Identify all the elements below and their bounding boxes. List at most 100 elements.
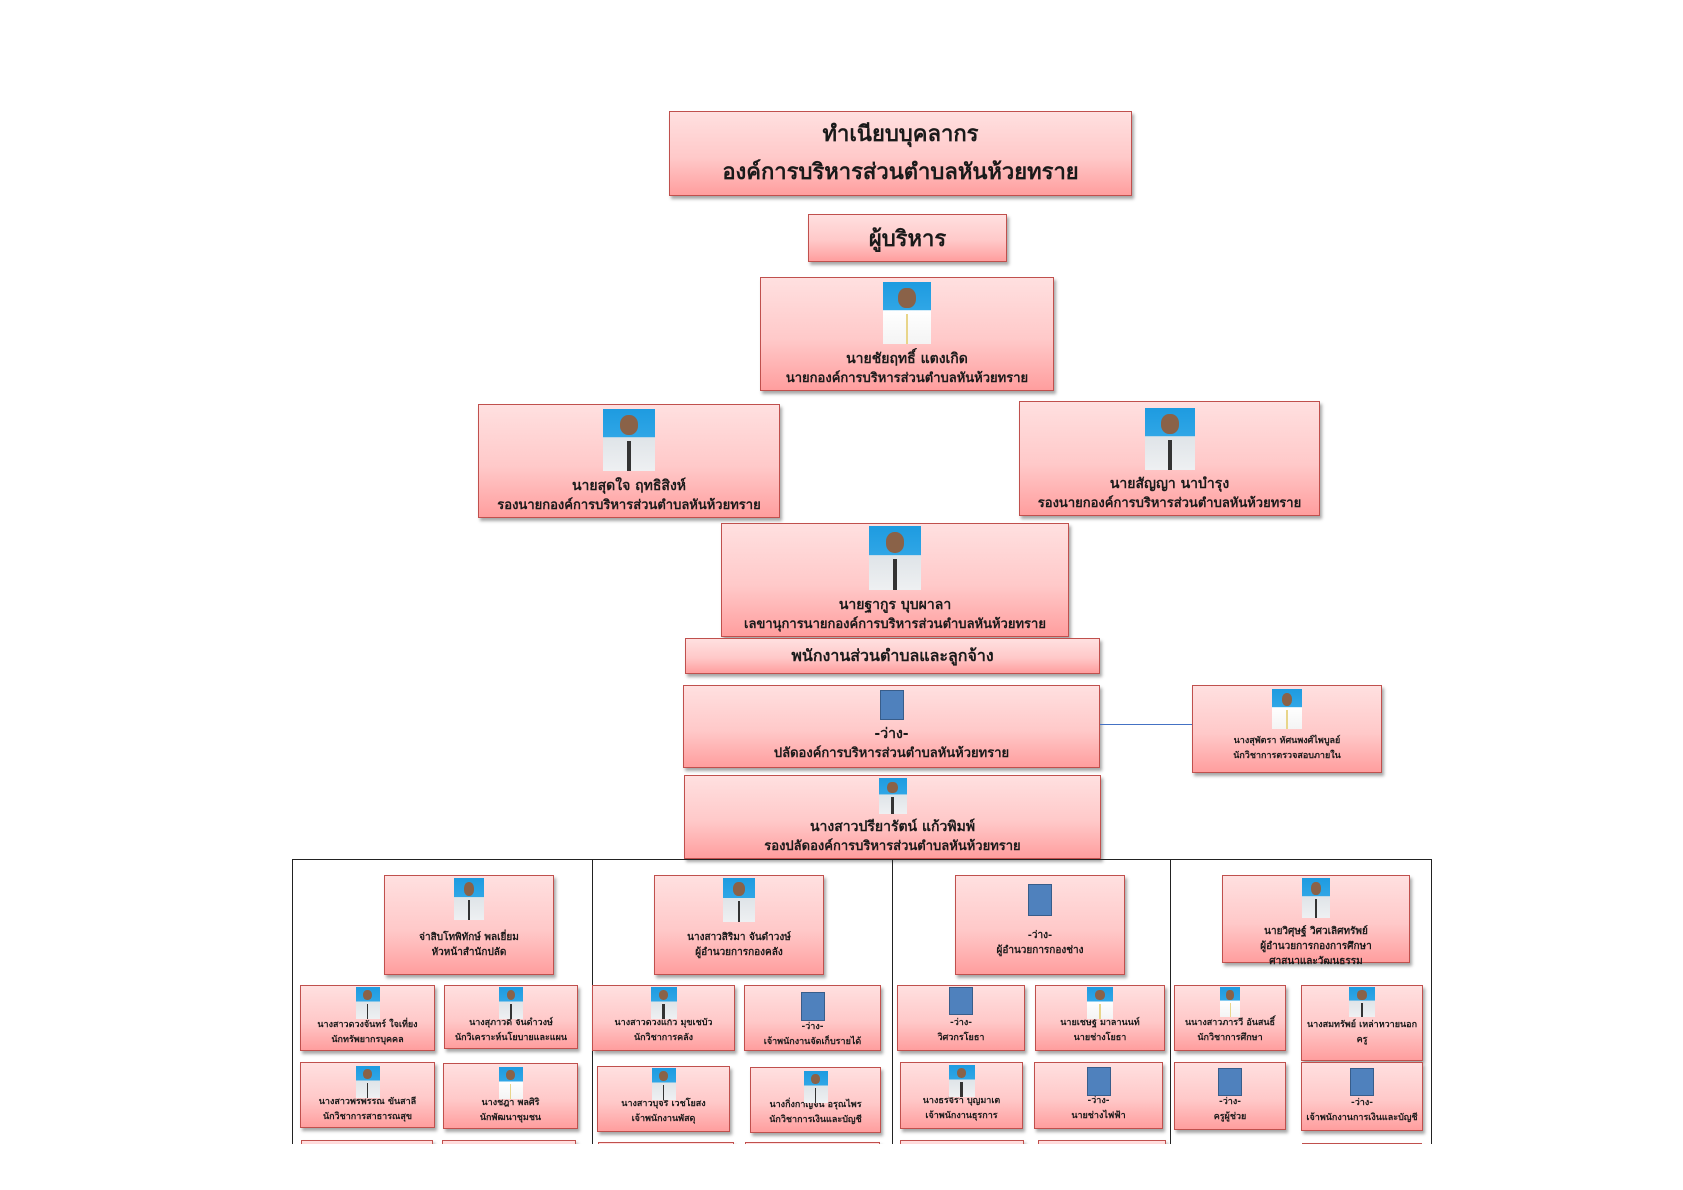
staff-photo bbox=[651, 1068, 676, 1100]
deputy-mayor-right-name: นายสัญญา นาบำรุง bbox=[1109, 476, 1230, 492]
deputy-palat-photo bbox=[878, 778, 907, 814]
executives-header: ผู้บริหาร bbox=[808, 214, 1007, 262]
staff-position: นักวิชาการศึกษา bbox=[1197, 1033, 1263, 1043]
staff-name: นางชฎา พลศิริ bbox=[481, 1098, 540, 1108]
staff-position: นักทรัพยากรบุคคล bbox=[331, 1035, 404, 1045]
palat-name: -ว่าง- bbox=[874, 726, 909, 742]
staff-photo bbox=[650, 987, 677, 1019]
department-divider bbox=[892, 859, 893, 1144]
auditor-position: นักวิชาการตรวจสอบภายใน bbox=[1233, 751, 1341, 761]
department-head-card[interactable]: นางสาวสิริมา จันดำวงษ์ ผู้อำนวยการกองคลั… bbox=[654, 875, 824, 975]
staff-position: นักวิชาการสาธารณสุข bbox=[322, 1112, 413, 1122]
staff-name: -ว่าง- bbox=[950, 1018, 972, 1028]
vacant-placeholder-icon bbox=[879, 690, 904, 720]
org-title-box: ทำเนียบบุคลากร องค์การบริหารส่วนตำบลหันห… bbox=[669, 111, 1132, 196]
department-frame-top bbox=[292, 859, 1432, 860]
staff-card[interactable]: -ว่าง- ครูผู้ช่วย bbox=[1174, 1062, 1286, 1130]
staff-position: เจ้าพนักงานจัดเก็บรายได้ bbox=[763, 1037, 862, 1047]
staff-name: นางสมทรัพย์ เหล่าหวายนอก bbox=[1306, 1020, 1418, 1030]
bottom-mask bbox=[0, 1144, 1683, 1190]
secretary-photo bbox=[869, 526, 921, 590]
department-head-card[interactable]: นายวิศุษฐ์ วิศวเลิศทรัพย์ ผู้อำนวยการกอง… bbox=[1222, 875, 1410, 967]
staff-card[interactable]: นางสุภาวดี จันดำวงษ์ นักวิเคราะห์นโยบายแ… bbox=[444, 985, 578, 1049]
deputy-palat-position: รองปลัดองค์การบริหารส่วนตำบลหันห้วยทราย bbox=[764, 839, 1021, 854]
deputy-mayor-left-photo bbox=[603, 409, 655, 471]
staff-card[interactable]: นางสมทรัพย์ เหล่าหวายนอก ครู bbox=[1301, 985, 1423, 1061]
staff-card[interactable]: นางสาวดวงแก้ว มุขเชบัว นักวิชาการคลัง bbox=[592, 985, 735, 1051]
staff-photo bbox=[498, 1067, 523, 1099]
vacant-placeholder-icon bbox=[949, 987, 973, 1015]
staff-position: นักวิเคราะห์นโยบายและแผน bbox=[454, 1033, 568, 1043]
mayor-card[interactable]: นายชัยฤทธิ์ แตงเกิด นายกองค์การบริหารส่ว… bbox=[760, 277, 1054, 391]
staff-position: ครู bbox=[1356, 1035, 1368, 1045]
deputy-mayor-right-photo bbox=[1144, 408, 1195, 470]
deputy-mayor-left-position: รองนายกองค์การบริหารส่วนตำบลหันห้วยทราย bbox=[497, 498, 761, 513]
staff-photo bbox=[355, 987, 380, 1019]
deputy-mayor-right-card[interactable]: นายสัญญา นาบำรุง รองนายกองค์การบริหารส่ว… bbox=[1019, 401, 1320, 516]
staff-position: นักพัฒนาชุมชน bbox=[479, 1113, 542, 1123]
staff-position: เจ้าพนักงานการเงินและบัญชี bbox=[1306, 1113, 1418, 1123]
staff-header: พนักงานส่วนตำบลและลูกจ้าง bbox=[685, 638, 1100, 674]
staff-name: -ว่าง- bbox=[1087, 1096, 1110, 1106]
vacant-placeholder-icon bbox=[1218, 1068, 1242, 1096]
staff-name: นางธรจิรา บุญมาเต bbox=[922, 1096, 1001, 1106]
staff-card[interactable]: นางกิ่งกาญจน์ อรุณไพร นักวิชาการเงินและบ… bbox=[750, 1067, 881, 1133]
staff-card[interactable]: -ว่าง- นายช่างไฟฟ้า bbox=[1034, 1062, 1163, 1129]
department-head-card[interactable]: จ่าสิบโทพิทักษ์ พลเยี่ยม หัวหน้าสำนักปลั… bbox=[384, 875, 554, 975]
staff-label: พนักงานส่วนตำบลและลูกจ้าง bbox=[791, 645, 994, 665]
department-divider bbox=[1170, 859, 1171, 1144]
staff-name: นางกิ่งกาญจน์ อรุณไพร bbox=[769, 1100, 862, 1110]
executives-label: ผู้บริหาร bbox=[868, 226, 947, 252]
staff-card[interactable]: นางธรจิรา บุญมาเต เจ้าพนักงานธุรการ bbox=[900, 1062, 1023, 1129]
palat-card[interactable]: -ว่าง- ปลัดองค์การบริหารส่วนตำบลหันห้วยท… bbox=[683, 685, 1100, 768]
staff-position: ครูผู้ช่วย bbox=[1213, 1112, 1247, 1122]
connector-line bbox=[1100, 724, 1192, 725]
vacant-placeholder-icon bbox=[1350, 1068, 1374, 1096]
department-head-position: หัวหน้าสำนักปลัด bbox=[431, 947, 507, 958]
secretary-card[interactable]: นายฐากูร บุบผาลา เลขานุการนายกองค์การบริ… bbox=[721, 523, 1069, 637]
staff-photo bbox=[948, 1065, 975, 1097]
department-head-photo bbox=[454, 878, 484, 920]
deputy-palat-card[interactable]: นางสาวปรียารัตน์ แก้วพิมพ์ รองปลัดองค์กา… bbox=[684, 775, 1101, 859]
department-head-photo bbox=[1302, 878, 1330, 918]
auditor-card[interactable]: นางสุพัตรา หัศนพงศ์ไพบูลย์ นักวิชาการตรว… bbox=[1192, 685, 1382, 773]
staff-position: เจ้าพนักงานธุรการ bbox=[925, 1111, 998, 1121]
department-head-position-line2: ศาสนาและวัฒนธรรม bbox=[1269, 956, 1363, 967]
staff-card[interactable]: นนางสาวภารวี อันสนธิ์ นักวิชาการศึกษา bbox=[1174, 985, 1286, 1051]
staff-name: นายเชษฐ์ มาลานนท์ bbox=[1060, 1018, 1140, 1028]
staff-card[interactable]: -ว่าง- เจ้าพนักงานการเงินและบัญชี bbox=[1301, 1062, 1423, 1131]
department-head-name: จ่าสิบโทพิทักษ์ พลเยี่ยม bbox=[419, 932, 519, 943]
staff-name: นางสาวดวงจันทร์ ใจเที่ยง bbox=[317, 1020, 418, 1030]
staff-card[interactable]: นางสาวบุจรี เวชโยสง เจ้าพนักงานพัสดุ bbox=[597, 1066, 730, 1132]
title-line-1: ทำเนียบบุคลากร bbox=[822, 121, 979, 147]
staff-position: นายช่างโยธา bbox=[1073, 1033, 1127, 1043]
vacant-placeholder-icon bbox=[1086, 1067, 1111, 1096]
staff-photo bbox=[499, 987, 523, 1019]
department-head-card[interactable]: -ว่าง- ผู้อำนวยการกองช่าง bbox=[955, 875, 1125, 975]
staff-name: นนางสาวภารวี อันสนธิ์ bbox=[1184, 1018, 1276, 1028]
mayor-name: นายชัยฤทธิ์ แตงเกิด bbox=[846, 351, 968, 367]
title-line-2: องค์การบริหารส่วนตำบลหันห้วยทราย bbox=[722, 159, 1079, 185]
staff-position: นายช่างไฟฟ้า bbox=[1071, 1111, 1126, 1121]
department-head-position: ผู้อำนวยการกองคลัง bbox=[695, 947, 783, 958]
staff-card[interactable]: นางชฎา พลศิริ นักพัฒนาชุมชน bbox=[443, 1063, 578, 1129]
staff-card[interactable]: นางสาวดวงจันทร์ ใจเที่ยง นักทรัพยากรบุคค… bbox=[300, 985, 435, 1051]
staff-name: นางสุภาวดี จันดำวงษ์ bbox=[469, 1018, 553, 1028]
staff-card[interactable]: -ว่าง- วิศวกรโยธา bbox=[897, 985, 1025, 1051]
staff-photo bbox=[1220, 987, 1240, 1017]
staff-name: -ว่าง- bbox=[801, 1022, 824, 1032]
staff-position: นักวิชาการเงินและบัญชี bbox=[769, 1115, 862, 1125]
mayor-position: นายกองค์การบริหารส่วนตำบลหันห้วยทราย bbox=[785, 371, 1029, 386]
department-divider bbox=[292, 859, 293, 1144]
staff-position: เจ้าพนักงานพัสดุ bbox=[631, 1114, 696, 1124]
department-head-position: ผู้อำนวยการกองช่าง bbox=[996, 945, 1084, 956]
mayor-photo bbox=[883, 282, 931, 344]
staff-photo bbox=[803, 1071, 828, 1103]
department-head-position: ผู้อำนวยการกองการศึกษา bbox=[1260, 941, 1372, 952]
staff-card[interactable]: นางสาวพรพรรณ ขันสาลี นักวิชาการสาธารณสุข bbox=[300, 1062, 435, 1128]
deputy-mayor-left-card[interactable]: นายสุดใจ ฤทธิสิงห์ รองนายกองค์การบริหารส… bbox=[478, 404, 780, 518]
secretary-position: เลขานุการนายกองค์การบริหารส่วนตำบลหันห้ว… bbox=[744, 617, 1046, 632]
auditor-name: นางสุพัตรา หัศนพงศ์ไพบูลย์ bbox=[1233, 736, 1341, 746]
staff-card[interactable]: -ว่าง- เจ้าพนักงานจัดเก็บรายได้ bbox=[744, 985, 881, 1051]
staff-card[interactable]: นายเชษฐ์ มาลานนท์ นายช่างโยธา bbox=[1035, 985, 1165, 1051]
